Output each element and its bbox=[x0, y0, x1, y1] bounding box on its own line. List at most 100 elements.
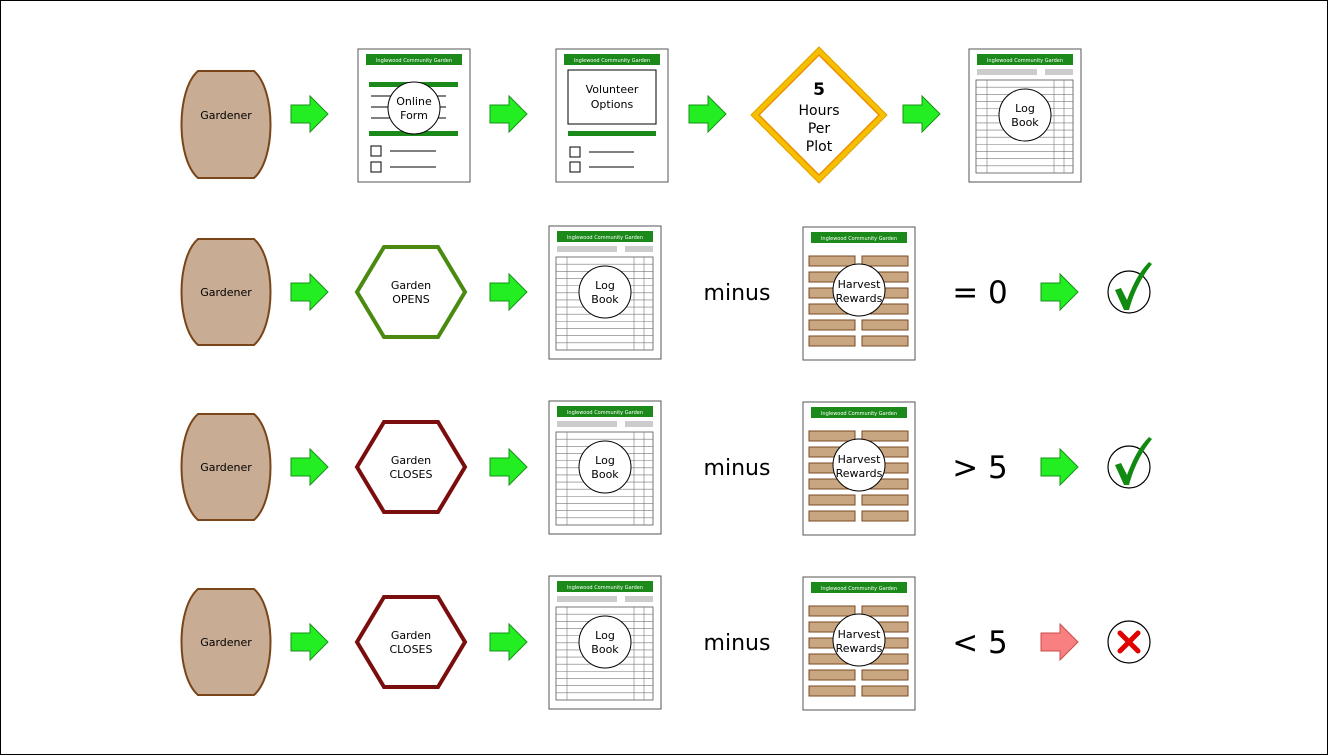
volunteer-options-box bbox=[567, 69, 657, 125]
reward-brick bbox=[808, 510, 856, 522]
comparison-result: > 5 bbox=[952, 450, 1008, 486]
check-mark-icon bbox=[1115, 262, 1152, 310]
reward-brick bbox=[808, 685, 856, 697]
log-book-label-line2: Book bbox=[591, 293, 619, 306]
log-header-cell bbox=[557, 596, 617, 602]
minus-operator: minus bbox=[704, 631, 771, 656]
flow-arrow-icon bbox=[290, 622, 329, 662]
harvest-rewards-label-line1: Harvest bbox=[838, 628, 882, 641]
document-header-bar bbox=[557, 406, 653, 417]
checkbox-icon bbox=[370, 161, 382, 173]
diamond-text-line1: Hours bbox=[798, 103, 839, 119]
row-signup: Gardener Inglewood Community Garden Onli… bbox=[180, 46, 1082, 184]
checkbox-icon bbox=[569, 146, 581, 158]
flow-arrow-icon bbox=[489, 94, 528, 134]
document-header-title: Inglewood Community Garden bbox=[987, 58, 1063, 64]
harvest-rewards-badge bbox=[832, 438, 886, 492]
harvest-rewards-label-line1: Harvest bbox=[838, 453, 882, 466]
gardener-label: Gardener bbox=[200, 286, 252, 299]
online-form-document: Inglewood Community Garden Online Form bbox=[357, 48, 471, 183]
online-form-label-line1: Online bbox=[396, 95, 432, 108]
gardener-label: Gardener bbox=[200, 109, 252, 122]
log-book-label-line2: Book bbox=[1011, 116, 1039, 129]
reward-brick bbox=[808, 605, 856, 617]
log-table bbox=[555, 256, 654, 351]
flow-arrow-icon bbox=[1040, 447, 1079, 487]
flow-arrow-icon bbox=[688, 94, 727, 134]
flow-arrow-icon bbox=[290, 272, 329, 312]
log-book-badge bbox=[578, 265, 632, 319]
harvest-rewards-label-line2: Rewards bbox=[836, 292, 883, 305]
log-header-cell bbox=[557, 246, 617, 252]
document-header-title: Inglewood Community Garden bbox=[821, 236, 897, 242]
gardener-shape bbox=[180, 413, 272, 521]
hexagon-label-line1: Garden bbox=[391, 279, 431, 292]
garden-closes-hexagon bbox=[354, 595, 468, 689]
reward-brick bbox=[861, 685, 909, 697]
reward-brick bbox=[808, 494, 856, 506]
document-header-title: Inglewood Community Garden bbox=[376, 58, 452, 64]
harvest-rewards-label-line2: Rewards bbox=[836, 467, 883, 480]
reward-brick bbox=[861, 335, 909, 347]
flow-arrow-icon bbox=[1040, 272, 1079, 312]
log-header-cell bbox=[1045, 69, 1073, 75]
document-header-bar bbox=[811, 232, 907, 243]
gardener-node: Gardener bbox=[180, 70, 272, 179]
comparison-result: = 0 bbox=[952, 275, 1008, 311]
flow-arrow-icon bbox=[290, 94, 329, 134]
log-book-label-line2: Book bbox=[591, 643, 619, 656]
hours-per-plot-diamond: 5 Hours Per Plot bbox=[750, 46, 888, 184]
reward-brick bbox=[808, 430, 856, 442]
document-header-bar bbox=[811, 582, 907, 593]
reward-brick bbox=[861, 669, 909, 681]
log-header-cell bbox=[625, 421, 653, 427]
gardener-label: Gardener bbox=[200, 636, 252, 649]
hexagon-label-line2: CLOSES bbox=[390, 468, 433, 481]
log-header-cell bbox=[625, 246, 653, 252]
checkbox-icon bbox=[370, 145, 382, 157]
flow-arrow-icon bbox=[489, 447, 528, 487]
document-header-title: Inglewood Community Garden bbox=[821, 586, 897, 592]
minus-operator: minus bbox=[704, 281, 771, 306]
flow-arrow-icon bbox=[489, 622, 528, 662]
log-header-cell bbox=[557, 421, 617, 427]
reward-brick bbox=[861, 494, 909, 506]
online-form-label-line2: Form bbox=[400, 109, 428, 122]
log-book-badge bbox=[578, 615, 632, 669]
volunteer-options-label-line2: Options bbox=[591, 98, 634, 111]
comparison-result: < 5 bbox=[952, 625, 1008, 661]
harvest-rewards-badge bbox=[832, 613, 886, 667]
harvest-rewards-label-line1: Harvest bbox=[838, 278, 882, 291]
log-book-label-line1: Log bbox=[595, 279, 615, 292]
flow-arrow-icon bbox=[1040, 622, 1079, 662]
minus-operator: minus bbox=[704, 456, 771, 481]
reward-brick bbox=[861, 255, 909, 267]
flow-arrow-icon bbox=[290, 447, 329, 487]
log-book-label-line2: Book bbox=[591, 468, 619, 481]
document-header-bar bbox=[977, 54, 1073, 65]
garden-opens-hexagon bbox=[354, 245, 468, 339]
hexagon-label-line1: Garden bbox=[391, 454, 431, 467]
harvest-rewards-badge bbox=[832, 263, 886, 317]
hexagon-label-line2: OPENS bbox=[392, 293, 429, 306]
reward-brick bbox=[808, 669, 856, 681]
document-header-title: Inglewood Community Garden bbox=[567, 235, 643, 241]
log-book-label-line1: Log bbox=[595, 454, 615, 467]
document-header-title: Inglewood Community Garden bbox=[821, 411, 897, 417]
log-table bbox=[555, 431, 654, 526]
reward-brick bbox=[808, 319, 856, 331]
gardener-shape bbox=[180, 70, 272, 179]
diamond-inner bbox=[757, 53, 881, 177]
reward-brick bbox=[808, 335, 856, 347]
online-form-badge bbox=[387, 81, 441, 135]
document-header-bar bbox=[564, 54, 660, 65]
